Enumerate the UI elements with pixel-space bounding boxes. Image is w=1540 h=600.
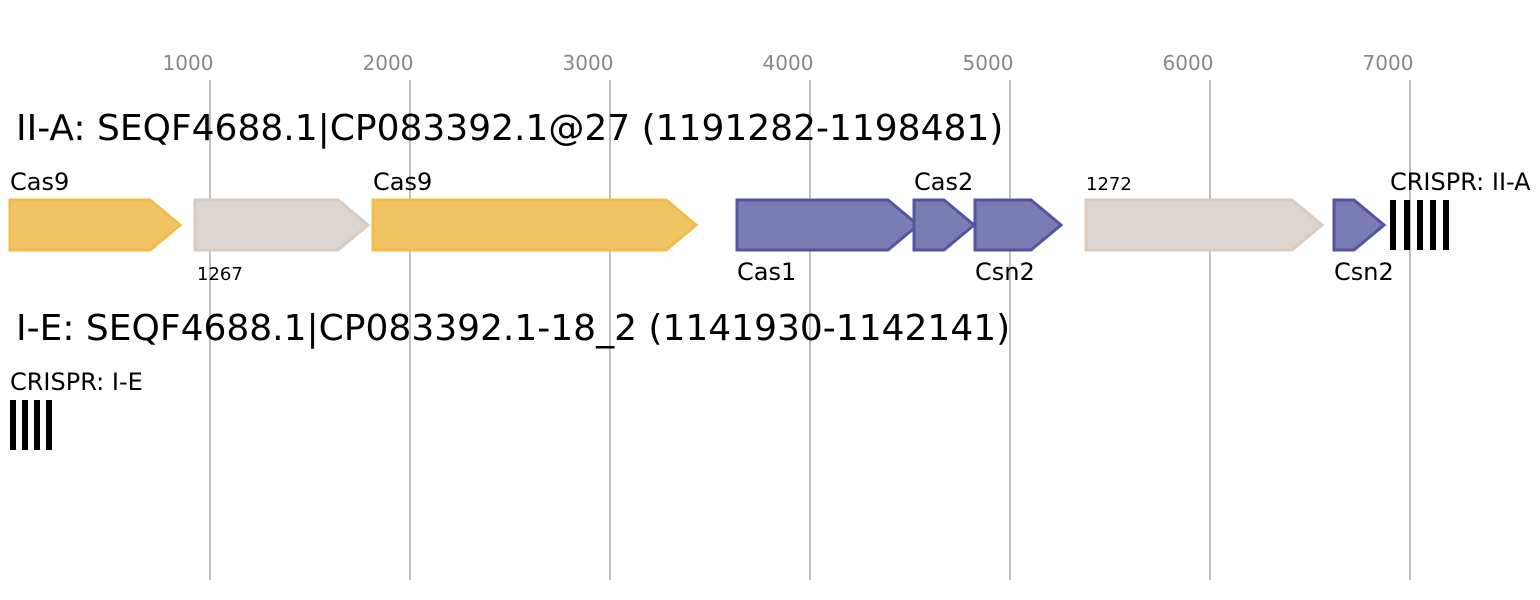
crispr-repeat [34, 400, 40, 450]
gene-arrow-cas2[interactable] [912, 198, 977, 252]
crispr-repeat [1404, 200, 1410, 250]
gene-arrow-cas9[interactable] [8, 198, 183, 252]
crispr-label: CRISPR: I-E [10, 368, 143, 396]
crispr-repeat [1417, 200, 1423, 250]
gene-label: 1267 [197, 264, 243, 285]
gene-arrow-csn2[interactable] [973, 198, 1064, 252]
crispr-repeat [22, 400, 28, 450]
gene-label: Cas2 [914, 168, 973, 196]
tick-label: 5000 [963, 51, 1014, 75]
crispr-repeat [10, 400, 16, 450]
crispr-repeat [46, 400, 52, 450]
axis: 1000 2000 3000 4000 5000 6000 7000 [163, 51, 1414, 580]
crispr-repeat [1390, 200, 1396, 250]
gene-label: Cas1 [737, 258, 796, 286]
crispr-repeat [1430, 200, 1436, 250]
gene-label: 1272 [1086, 174, 1132, 195]
gene-label: Csn2 [1334, 258, 1394, 286]
gene-label: Cas9 [10, 168, 69, 196]
gene-arrow-cas1[interactable] [735, 198, 921, 252]
tick-label: 1000 [163, 51, 214, 75]
tick-label: 2000 [363, 51, 414, 75]
gene-arrow-unknown[interactable] [193, 198, 371, 252]
gene-label: Cas9 [373, 168, 432, 196]
gene-label: Csn2 [975, 258, 1035, 286]
tick-label: 7000 [1363, 51, 1414, 75]
crispr-repeat [1443, 200, 1449, 250]
gene-arrow-csn2[interactable] [1332, 198, 1387, 252]
crispr-label: CRISPR: II-A [1390, 168, 1531, 196]
tick-label: 3000 [563, 51, 614, 75]
tick-label: 4000 [763, 51, 814, 75]
locus-i-e: I-E: SEQF4688.1|CP083392.1-18_2 (1141930… [10, 308, 1010, 450]
locus-title: II-A: SEQF4688.1|CP083392.1@27 (1191282-… [16, 108, 1003, 149]
locus-ii-a: II-A: SEQF4688.1|CP083392.1@27 (1191282-… [8, 108, 1531, 286]
gene-arrow-unknown[interactable] [1084, 198, 1325, 252]
tick-label: 6000 [1163, 51, 1214, 75]
gene-arrow-cas9[interactable] [371, 198, 699, 252]
locus-title: I-E: SEQF4688.1|CP083392.1-18_2 (1141930… [16, 308, 1010, 349]
crispr-array[interactable] [1390, 200, 1449, 250]
crispr-array[interactable] [10, 400, 52, 450]
